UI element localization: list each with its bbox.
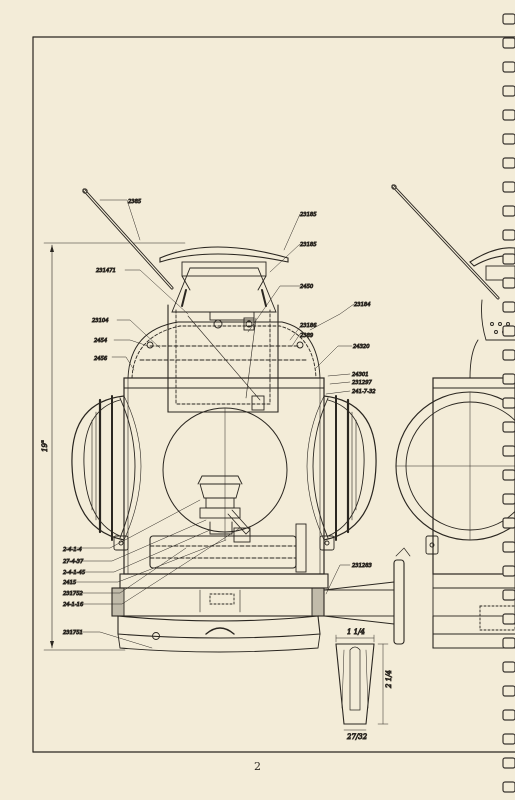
label-23184: 23184: [354, 302, 371, 308]
label-231283: 231283: [352, 563, 372, 569]
label-24320: 24320: [353, 344, 370, 350]
label-23185-top: 23185: [300, 212, 317, 218]
central-globe: [162, 407, 288, 541]
leader-lines: [63, 199, 355, 649]
burner: [197, 475, 251, 535]
exterior-handle-rod: [391, 184, 500, 300]
label-2-4-1-45: 2-4-1-45: [63, 570, 86, 576]
chimney: [171, 267, 277, 331]
socket-side-dim: 2 1/4: [385, 670, 393, 689]
label-2385: 2385: [128, 199, 142, 205]
label-23186: 23186: [300, 323, 317, 329]
drawing-border: [32, 36, 515, 753]
socket-detail: [335, 634, 389, 731]
inner-tube: [167, 304, 279, 413]
exterior-left-lens: [395, 391, 515, 555]
socket-top-dim: 1 1/4: [347, 628, 365, 636]
label-231752: 231752: [63, 591, 83, 597]
label-241-7-32: 241-7-32: [352, 389, 376, 395]
main-lamp-section: [71, 188, 411, 653]
right-lens: [306, 395, 377, 551]
top-dome: [127, 321, 321, 379]
label-2-4-1-4: 2-4-1-4: [63, 547, 82, 553]
label-2415: 2415: [63, 580, 77, 586]
label-231471: 231471: [96, 268, 116, 274]
exterior-lamp-view: [391, 184, 515, 649]
label-24301: 24301: [352, 372, 369, 378]
chimney-hood: [159, 246, 289, 291]
label-23104: 23104: [92, 318, 109, 324]
label-23185: 23185: [300, 242, 317, 248]
label-27-4-37: 27-4-37: [63, 559, 84, 565]
base: [111, 573, 329, 653]
label-2450: 2450: [300, 284, 314, 290]
side-bracket: [323, 547, 411, 645]
page-number: 2: [254, 760, 261, 773]
oil-fount: [149, 523, 307, 573]
label-24-1-16: 24-1-16: [63, 602, 84, 608]
label-231297: 231297: [352, 380, 373, 386]
spiral-binding: [502, 13, 515, 793]
label-2389: 2389: [300, 333, 313, 339]
handle-rod: [82, 188, 174, 290]
left-lens: [71, 395, 142, 551]
overall-height-dimension: [43, 242, 186, 651]
label-231751: 231751: [63, 630, 83, 636]
label-2454: 2454: [94, 338, 107, 344]
overall-height-label: 19": [41, 440, 49, 452]
label-2456: 2456: [94, 356, 108, 362]
part-labels: 2385 23185 23185 231471 2450 23184 23104…: [63, 199, 376, 637]
socket-bottom-dim: 27/32: [346, 733, 368, 741]
